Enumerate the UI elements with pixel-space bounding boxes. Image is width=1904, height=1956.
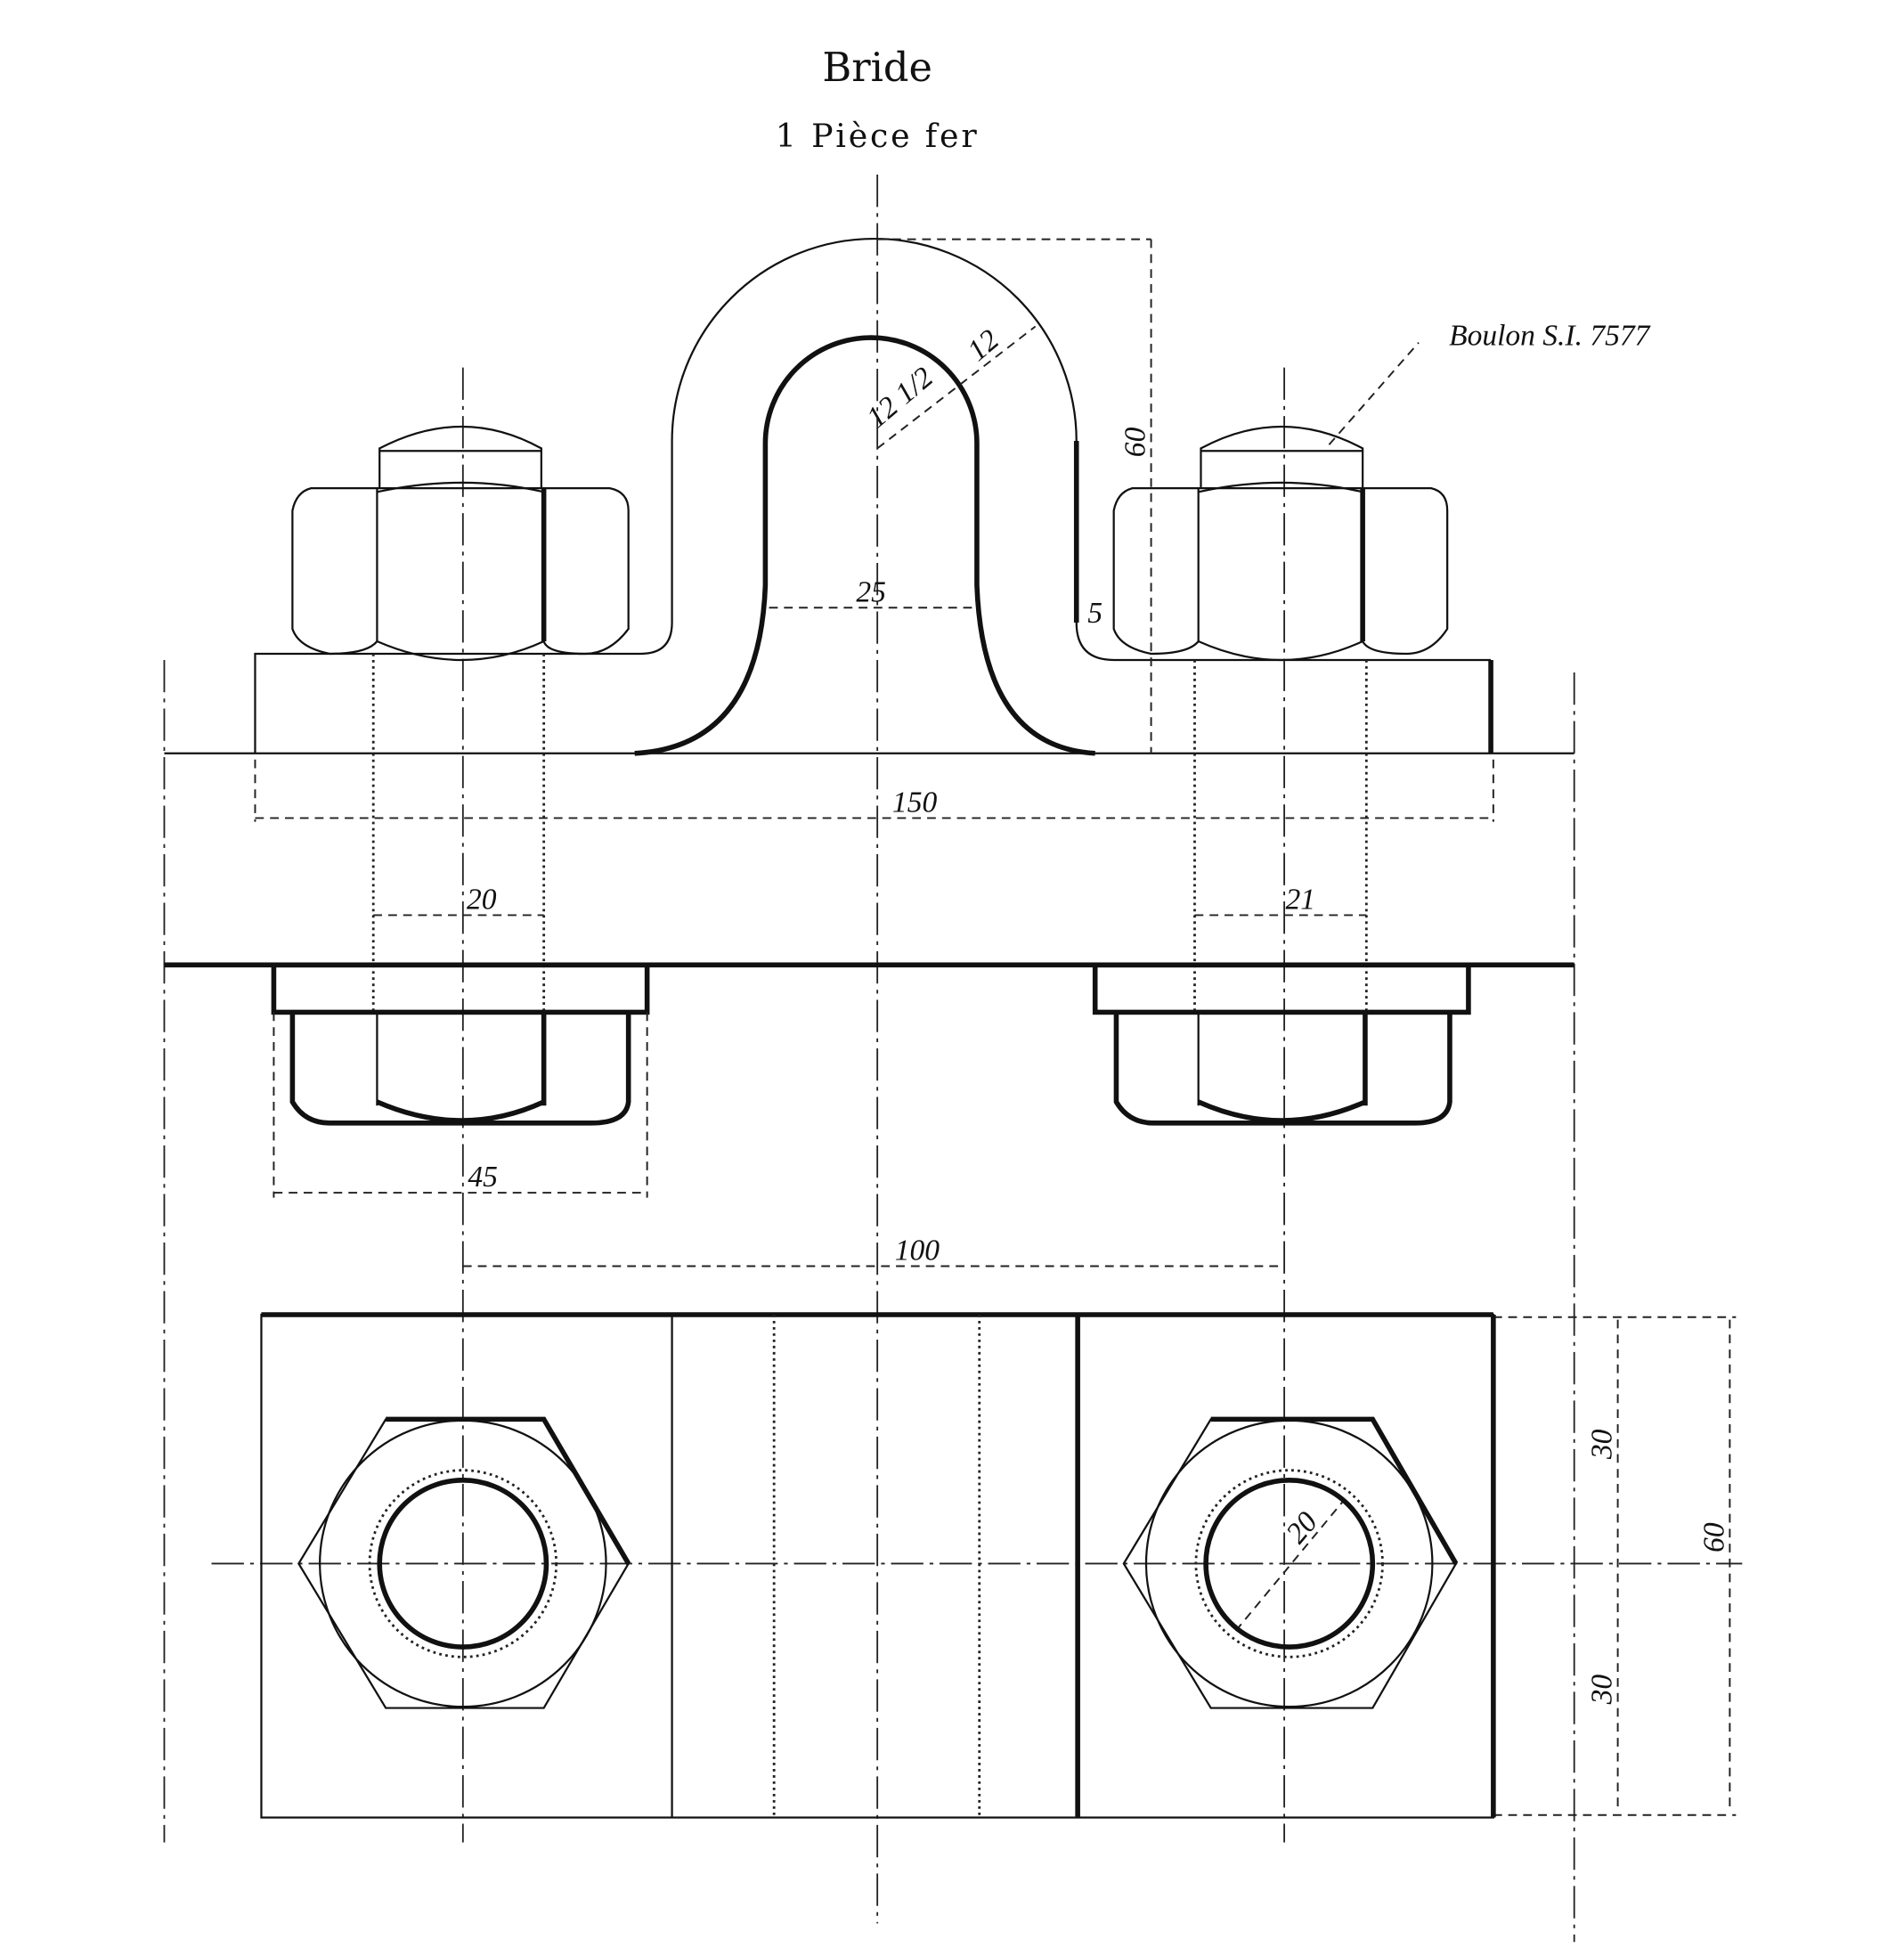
nut-bottom-right xyxy=(1092,962,1471,1126)
dim-washer-width: 45 xyxy=(468,1161,498,1194)
dim-bolt-spacing: 100 xyxy=(895,1235,940,1267)
drawing-title: Bride xyxy=(822,44,932,91)
plan-view xyxy=(260,1312,1496,1819)
dim-hole-radius: 20 xyxy=(1280,1505,1324,1550)
nut-top-right xyxy=(1112,425,1449,661)
centerlines xyxy=(163,174,1743,1943)
nut-top-left xyxy=(291,425,630,661)
dim-fillet: 5 xyxy=(1087,597,1103,630)
dim-half-top: 30 xyxy=(1586,1429,1619,1460)
dim-loop-thickness: 12 xyxy=(961,323,1005,368)
dimension-lines xyxy=(254,238,1737,1816)
dim-bolt-right: 21 xyxy=(1286,883,1316,916)
dim-loop-height: 60 xyxy=(1119,427,1152,457)
nut-plan-left xyxy=(297,1416,631,1709)
dim-half-bottom: 30 xyxy=(1586,1675,1619,1706)
elevation-view xyxy=(164,237,1574,1126)
dim-inner-radius: 12 1/2 xyxy=(860,361,940,435)
nut-plan-right xyxy=(1122,1416,1459,1709)
drawing-subtitle: 1 Pièce fer xyxy=(776,117,980,155)
dim-plate-width: 60 xyxy=(1697,1522,1730,1553)
bolt-callout: Boulon S.I. 7577 xyxy=(1449,319,1651,352)
nut-bottom-left xyxy=(271,962,650,1126)
dim-loop-inner-width: 25 xyxy=(856,575,886,608)
dim-overall-length: 150 xyxy=(892,786,938,819)
dim-bolt-left: 20 xyxy=(467,883,497,916)
